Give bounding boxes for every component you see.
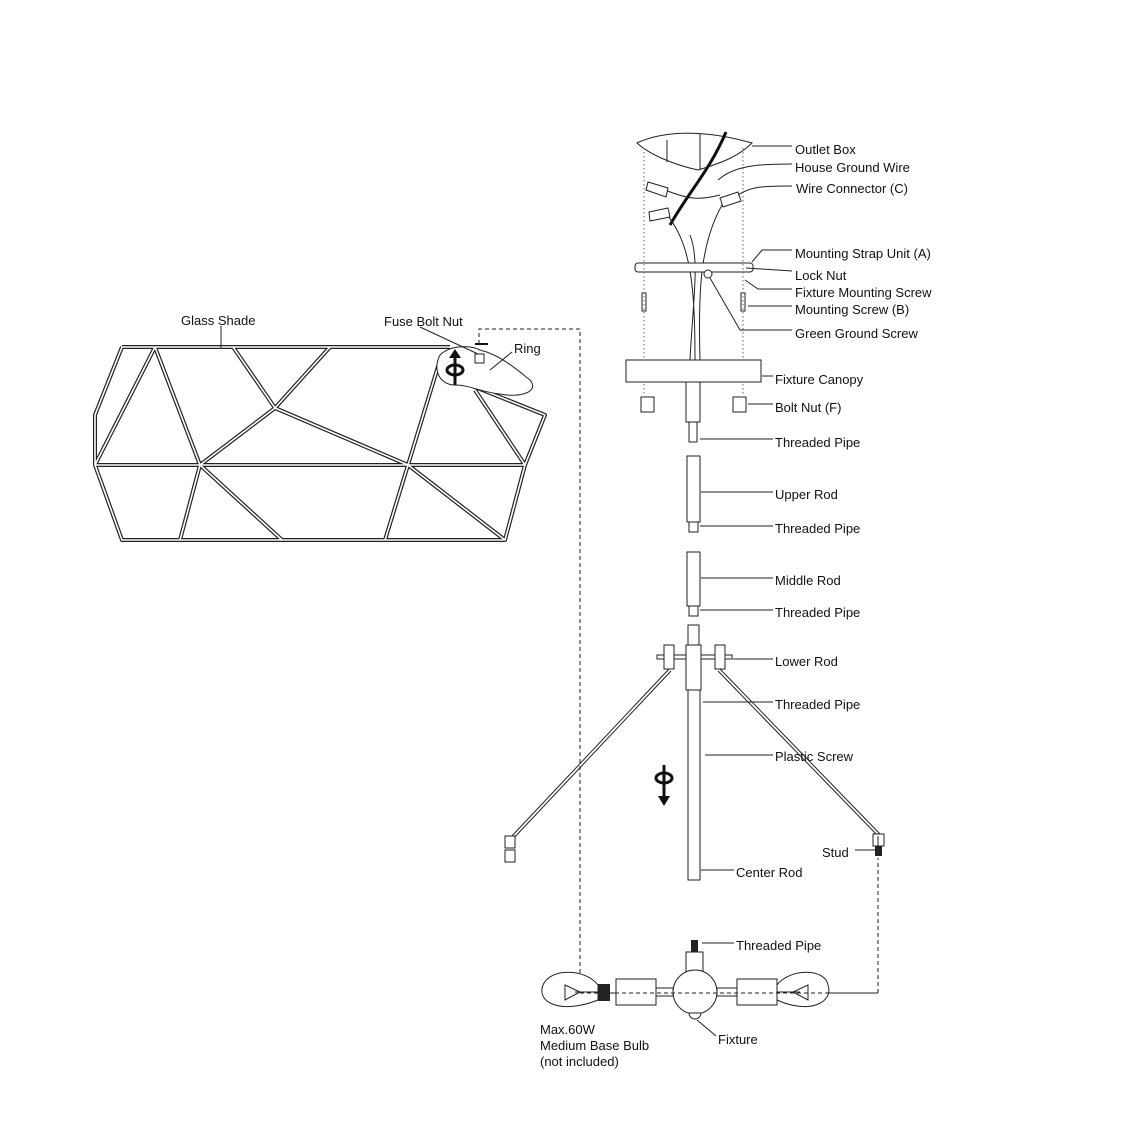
label-threaded-pipe-4: Threaded Pipe (775, 697, 860, 712)
ring (436, 346, 533, 396)
label-threaded-pipe-5: Threaded Pipe (736, 938, 821, 953)
outlet-box (636, 132, 753, 171)
label-fixture-mounting-screw: Fixture Mounting Screw (795, 285, 932, 300)
label-fixture: Fixture (718, 1032, 758, 1047)
label-lower-rod: Lower Rod (775, 654, 838, 669)
label-threaded-pipe-3: Threaded Pipe (775, 605, 860, 620)
label-plastic-screw: Plastic Screw (775, 749, 854, 764)
label-ring: Ring (514, 341, 541, 356)
middle-rod (686, 551, 701, 607)
label-bolt-nut: Bolt Nut (F) (775, 400, 841, 415)
label-stud: Stud (822, 845, 849, 860)
bolt-nut-right (732, 396, 747, 413)
label-mounting-screw: Mounting Screw (B) (795, 302, 909, 317)
label-center-rod: Center Rod (736, 865, 802, 880)
green-ground-screw (703, 269, 713, 279)
fuse-bolt-nut (474, 353, 485, 364)
assembly-path-left (478, 328, 879, 994)
label-house-ground-wire: House Ground Wire (795, 160, 910, 175)
center-rod (687, 689, 701, 881)
label-mounting-strap: Mounting Strap Unit (A) (795, 246, 931, 261)
label-threaded-pipe-1: Threaded Pipe (775, 435, 860, 450)
bulb-right (776, 971, 830, 1008)
glass-shade-frame (94, 346, 546, 541)
label-outlet-box: Outlet Box (795, 142, 856, 157)
label-glass-shade: Glass Shade (181, 313, 255, 328)
fixture (615, 940, 778, 1020)
bulb-note-line2: Medium Base Bulb (540, 1038, 649, 1053)
wire-connector (645, 181, 742, 222)
bulb-note-line3: (not included) (540, 1054, 619, 1069)
label-fixture-canopy: Fixture Canopy (775, 372, 864, 387)
label-fuse-bolt-nut: Fuse Bolt Nut (384, 314, 463, 329)
mounting-strap (634, 262, 754, 273)
label-lock-nut: Lock Nut (795, 268, 847, 283)
threaded-pipe (688, 421, 698, 443)
house-ground-wire (668, 131, 728, 226)
label-middle-rod: Middle Rod (775, 573, 841, 588)
bulb-note-line1: Max.60W (540, 1022, 596, 1037)
rotate-arrow-icon (445, 349, 465, 385)
label-upper-rod: Upper Rod (775, 487, 838, 502)
glass-shade (93, 345, 547, 542)
bolt-nut-left (640, 396, 655, 413)
upper-rod (686, 455, 701, 523)
fixture-canopy (625, 359, 762, 383)
label-threaded-pipe-2: Threaded Pipe (775, 521, 860, 536)
bulb-left (541, 971, 610, 1008)
rotate-arrow-icon (654, 765, 674, 806)
label-wire-connector: Wire Connector (C) (796, 181, 908, 196)
label-green-ground-screw: Green Ground Screw (795, 326, 918, 341)
